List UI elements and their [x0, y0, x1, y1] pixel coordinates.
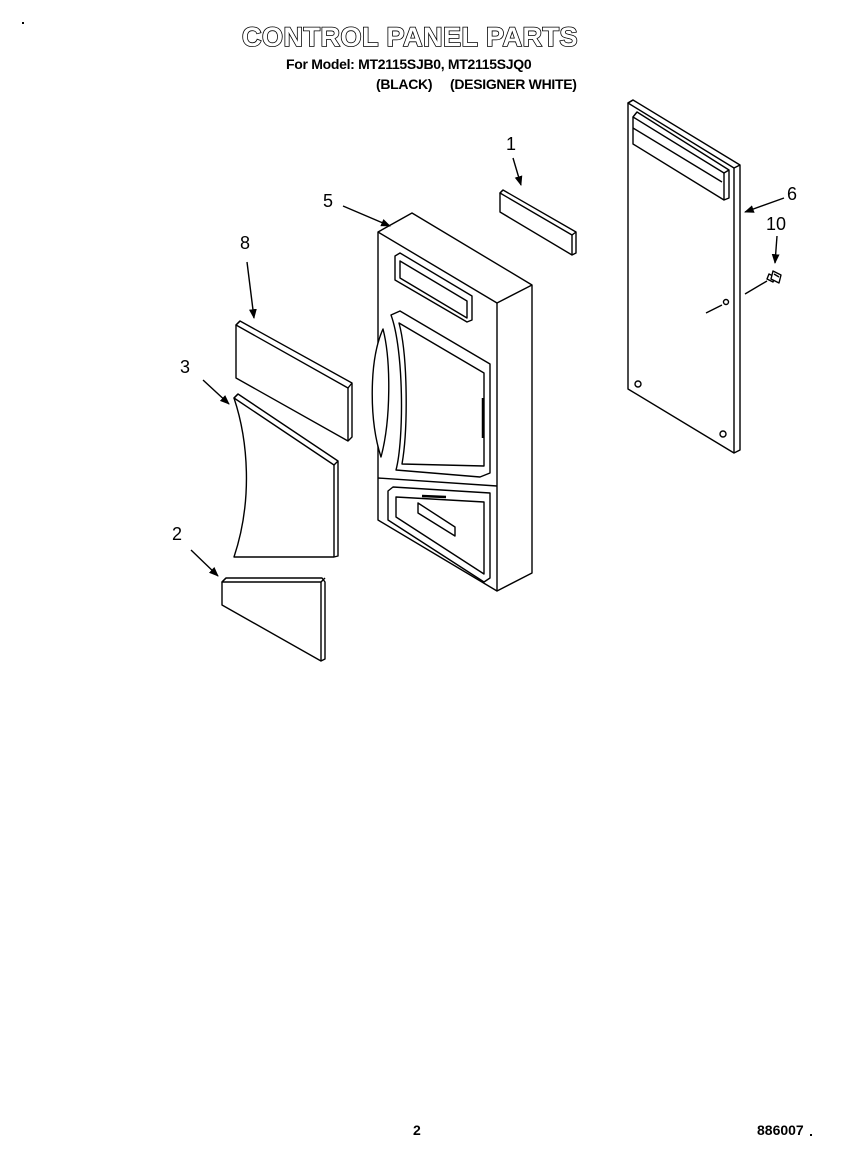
top-left-mark [22, 22, 24, 24]
leader-2 [190, 549, 219, 577]
part-2-lower-overlay [221, 577, 326, 662]
page-title: CONTROL PANEL PARTS [241, 21, 579, 53]
leader-6 [744, 197, 785, 213]
page-number: 2 [413, 1122, 421, 1138]
part-1-trim-strip [499, 189, 577, 256]
callout-6: 6 [787, 184, 798, 204]
finish-black-label: (BLACK) [376, 76, 433, 92]
leader-5 [342, 205, 391, 227]
callout-1: 1 [506, 134, 517, 154]
callout-10: 10 [766, 214, 787, 234]
callout-3: 3 [180, 357, 191, 377]
callout-8: 8 [240, 233, 251, 253]
part-5-control-panel-housing [371, 212, 533, 592]
model-numbers: For Model: MT2115SJB0, MT2115SJQ0 [286, 56, 532, 72]
leader-8 [246, 261, 257, 319]
finish-white-label: (DESIGNER WHITE) [450, 76, 577, 92]
part-6-mounting-plate [627, 99, 741, 454]
part-8-overlay [235, 320, 353, 442]
document-number: 886007 [757, 1122, 804, 1138]
part-10-screw [744, 270, 782, 295]
part-3-membrane-switch [233, 393, 339, 558]
leader-3 [202, 379, 230, 405]
callout-5: 5 [323, 191, 334, 211]
leader-10 [771, 235, 780, 264]
callout-2: 2 [172, 524, 183, 544]
doc-number-mark [810, 1134, 812, 1136]
leader-1 [512, 157, 523, 186]
